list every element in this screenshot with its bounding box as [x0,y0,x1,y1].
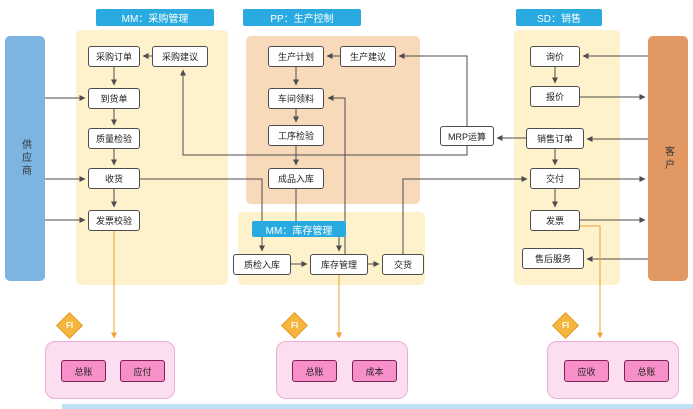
fi-badge-label: FI [65,320,74,330]
node-quotation: 报价 [530,86,580,107]
node-purchase-order: 采购订单 [88,46,140,67]
node-invoice-verification: 发票校验 [88,210,140,231]
node-delivery: 交付 [530,168,580,189]
fi-group-cost: 总账 成本 [276,341,408,399]
node-production-plan: 生产计划 [268,46,324,67]
fi-item-general-ledger: 总账 [624,360,669,382]
node-workshop-picking: 车间领料 [268,88,324,109]
fi-item-accounts-payable: 应付 [120,360,165,382]
node-quality-inspection: 质量检验 [88,128,140,149]
node-invoice: 发票 [530,210,580,231]
header-pp-production: PP：生产控制 [243,9,361,26]
fi-item-accounts-receivable: 应收 [564,360,609,382]
fi-item-general-ledger: 总账 [292,360,337,382]
supplier-bar: 供应商 [5,36,45,281]
node-delivery-out: 交货 [382,254,424,275]
node-inventory-mgmt: 库存管理 [310,254,368,275]
fi-diamond: FI [552,312,579,339]
node-qc-warehousing: 质检入库 [233,254,291,275]
node-mrp: MRP运算 [440,126,494,146]
node-finished-goods-in: 成品入库 [268,168,324,189]
node-production-suggestion: 生产建议 [340,46,396,67]
bottom-strip [62,404,693,409]
fi-diamond: FI [56,312,83,339]
header-sd-sales: SD：销售 [516,9,602,26]
node-goods-receipt: 收货 [88,168,140,189]
fi-diamond: FI [281,312,308,339]
fi-group-payables: 总账 应付 [45,341,175,399]
node-process-inspection: 工序检验 [268,125,324,146]
header-mm-inventory: MM：库存管理 [252,221,346,237]
customer-bar: 客户 [648,36,688,281]
fi-badge-label: FI [290,320,299,330]
node-after-sales: 售后服务 [522,248,584,269]
fi-badge-label: FI [561,320,570,330]
sales-panel [514,30,620,285]
fi-item-cost: 成本 [352,360,397,382]
purchasing-panel [76,30,228,285]
node-inquiry: 询价 [530,46,580,67]
node-sales-order: 销售订单 [526,128,584,149]
node-arrival-note: 到货单 [88,88,140,109]
node-purchase-suggestion: 采购建议 [152,46,208,67]
fi-group-receivables: 应收 总账 [547,341,679,399]
header-mm-purchasing: MM：采购管理 [96,9,214,26]
fi-item-general-ledger: 总账 [61,360,106,382]
